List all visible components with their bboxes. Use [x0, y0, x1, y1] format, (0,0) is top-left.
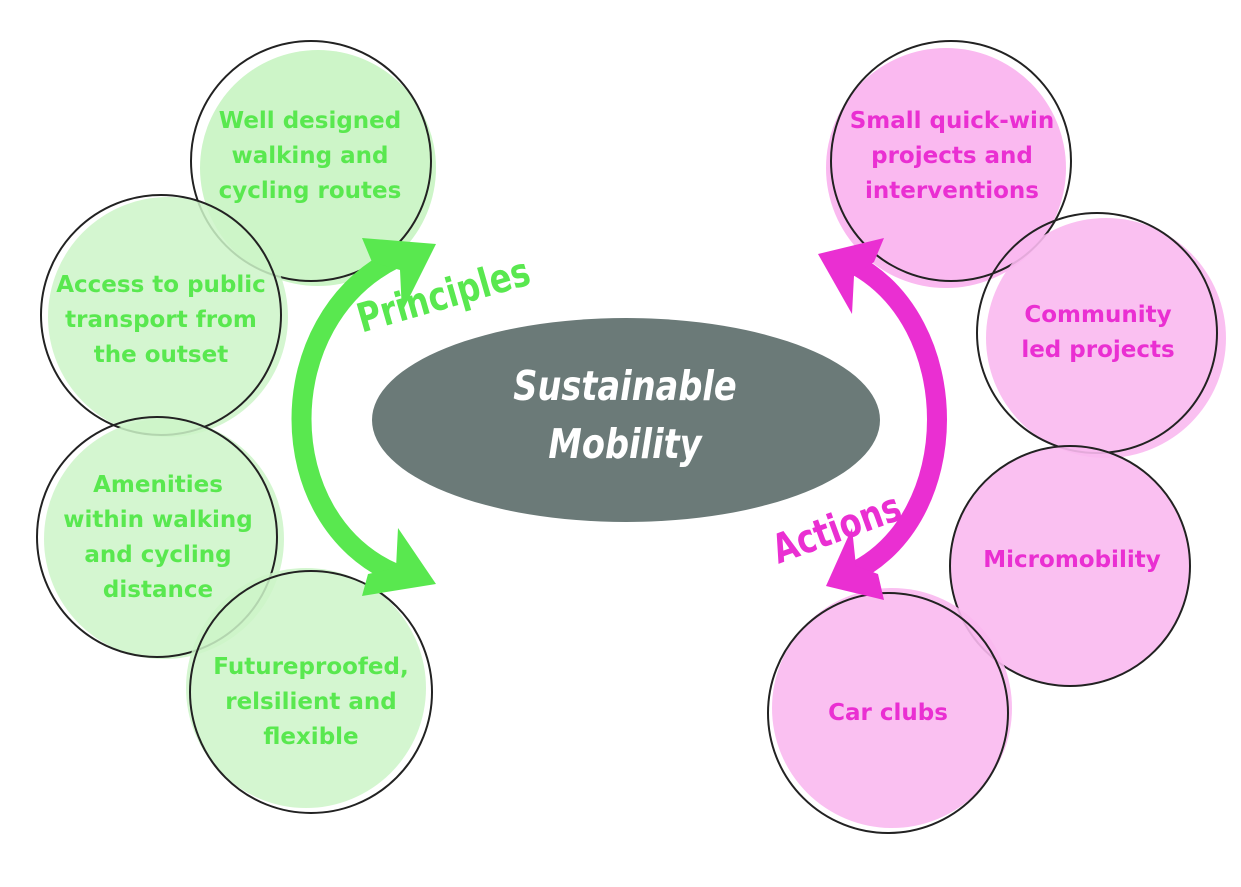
principle-circle-4 [186, 568, 433, 814]
principle-circle-1 [190, 40, 436, 286]
action-label-2: Community led projects [1021, 302, 1175, 363]
center-ellipse [372, 318, 880, 522]
action-circle-3 [949, 445, 1191, 687]
principle-label-1: Well designed walking and cycling routes [218, 108, 402, 204]
actions-double-arrow [818, 238, 947, 600]
center-title: Sustainable Mobility [513, 362, 737, 468]
principle-label-4: Futureproofed, relsilient and flexible [213, 654, 409, 750]
principles-double-arrow [291, 238, 436, 596]
action-label-4: Car clubs [828, 700, 948, 726]
principle-label-3: Amenities within walking and cycling dis… [63, 472, 253, 603]
principle-circle-3 [36, 416, 284, 659]
action-label-3: Micromobility [983, 547, 1161, 573]
action-label-1: Small quick-win projects and interventio… [849, 108, 1055, 204]
action-circle-4 [767, 588, 1012, 834]
action-circle-1 [826, 40, 1072, 288]
principle-label-2: Access to public transport from the outs… [56, 272, 266, 368]
